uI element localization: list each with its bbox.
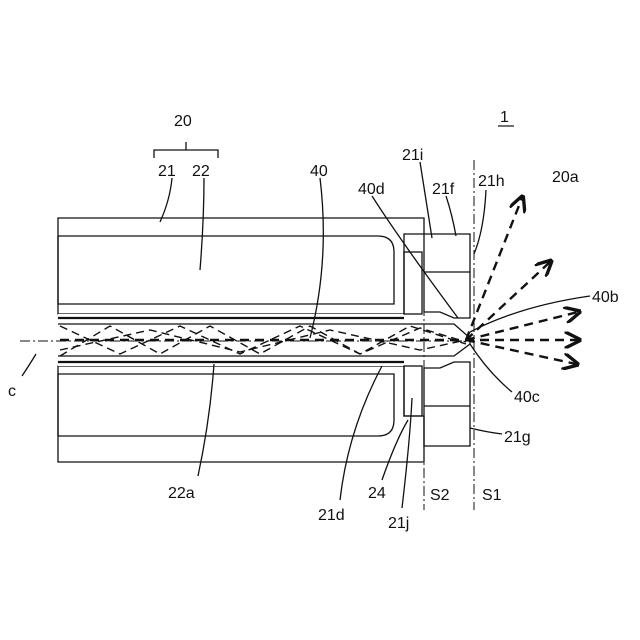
label-S1: S1 (482, 487, 502, 504)
label-21f: 21f (432, 181, 455, 198)
label-21d: 21d (318, 507, 345, 524)
label-20a: 20a (552, 169, 579, 186)
label-21g: 21g (504, 429, 531, 446)
label-c: c (8, 383, 16, 400)
label-S2: S2 (430, 487, 450, 504)
label-40b: 40b (592, 289, 619, 306)
label-40d: 40d (358, 181, 385, 198)
emitted-rays (60, 198, 578, 364)
label-40c: 40c (514, 389, 540, 406)
label-40: 40 (310, 163, 328, 180)
label-22a: 22a (168, 485, 195, 502)
label-21j: 21j (388, 515, 409, 532)
label-24: 24 (368, 485, 386, 502)
label-20: 20 (174, 113, 192, 130)
label-21h: 21h (478, 173, 505, 190)
label-21: 21 (158, 163, 176, 180)
label-22: 22 (192, 163, 210, 180)
label-21i: 21i (402, 147, 423, 164)
label-figure-number: 1 (500, 109, 509, 126)
